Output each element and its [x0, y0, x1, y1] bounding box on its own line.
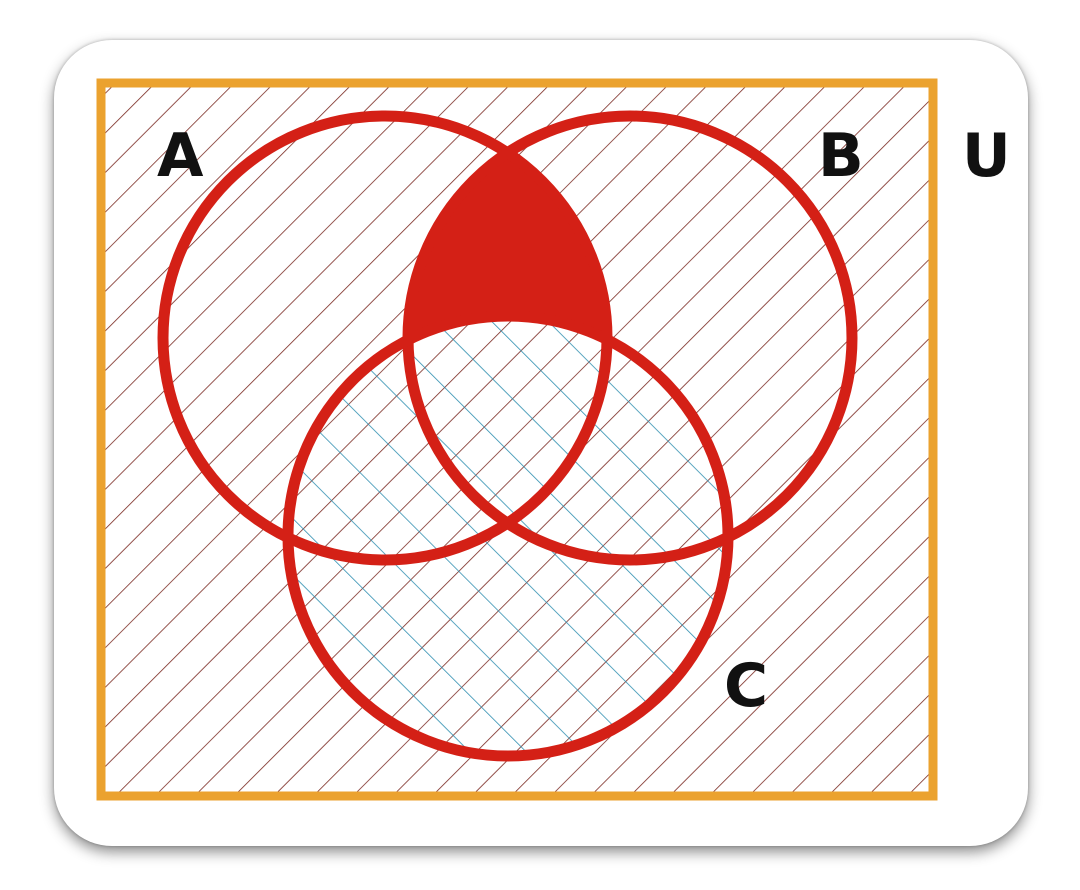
- universe-border: [96, 78, 938, 801]
- set-c-circle: [282, 310, 734, 762]
- set-c-label: C: [724, 651, 768, 721]
- universe-label: U: [962, 121, 1011, 191]
- set-b-label: B: [818, 121, 864, 191]
- set-a-label: A: [157, 121, 204, 191]
- set-c-crosshatch: [288, 316, 728, 756]
